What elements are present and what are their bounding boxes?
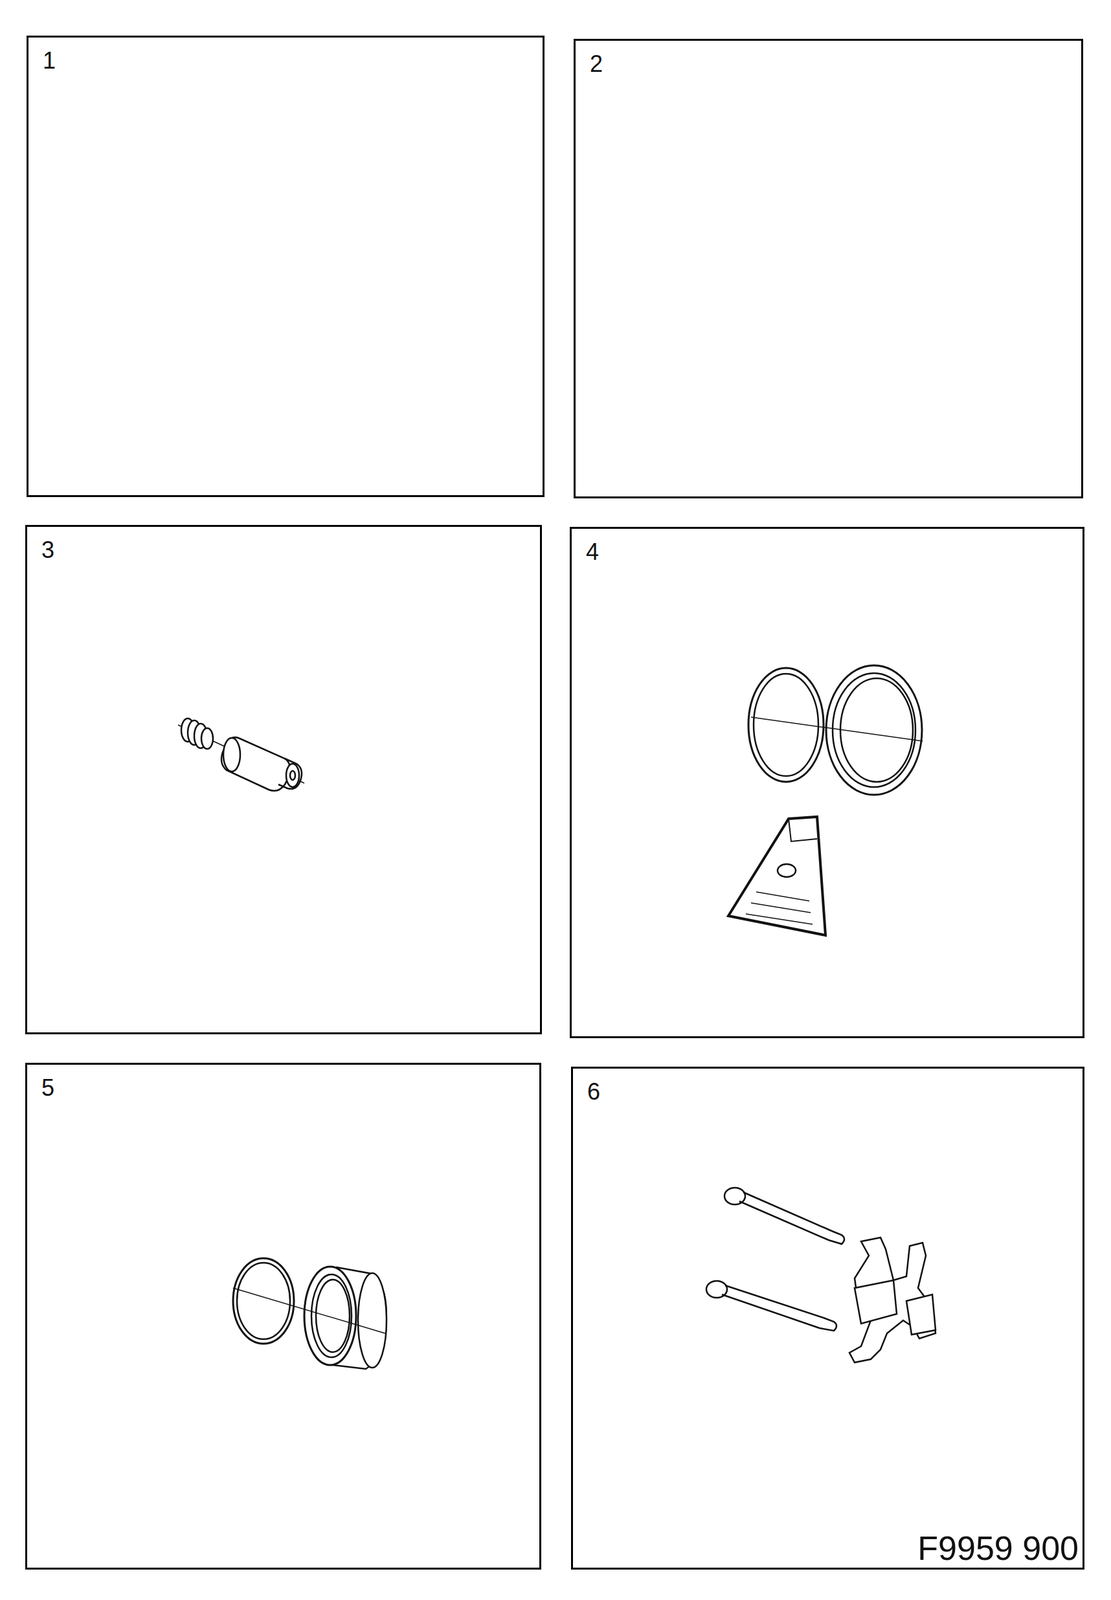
figure-panel: 2 bbox=[573, 38, 1084, 499]
figure-panel: 6 bbox=[571, 1066, 1085, 1571]
guide-pin-assembly bbox=[178, 718, 305, 792]
panel-number: 6 bbox=[587, 1080, 601, 1104]
figure-panel: 3 bbox=[25, 525, 542, 1035]
figure-panel: 5 bbox=[25, 1063, 542, 1571]
figure-panel: 4 bbox=[569, 527, 1085, 1039]
panel-number: 2 bbox=[589, 52, 603, 76]
panel-number: 5 bbox=[41, 1076, 55, 1100]
pin-clip-kit bbox=[706, 1188, 936, 1363]
figure-panel: 1 bbox=[26, 35, 545, 498]
seal-kit bbox=[728, 665, 923, 936]
piston-kit bbox=[233, 1258, 387, 1370]
panel-number: 4 bbox=[585, 540, 599, 564]
panel-number: 1 bbox=[42, 49, 56, 73]
figure-code: F9959 900 bbox=[917, 1531, 1079, 1566]
panel-number: 3 bbox=[41, 538, 55, 562]
